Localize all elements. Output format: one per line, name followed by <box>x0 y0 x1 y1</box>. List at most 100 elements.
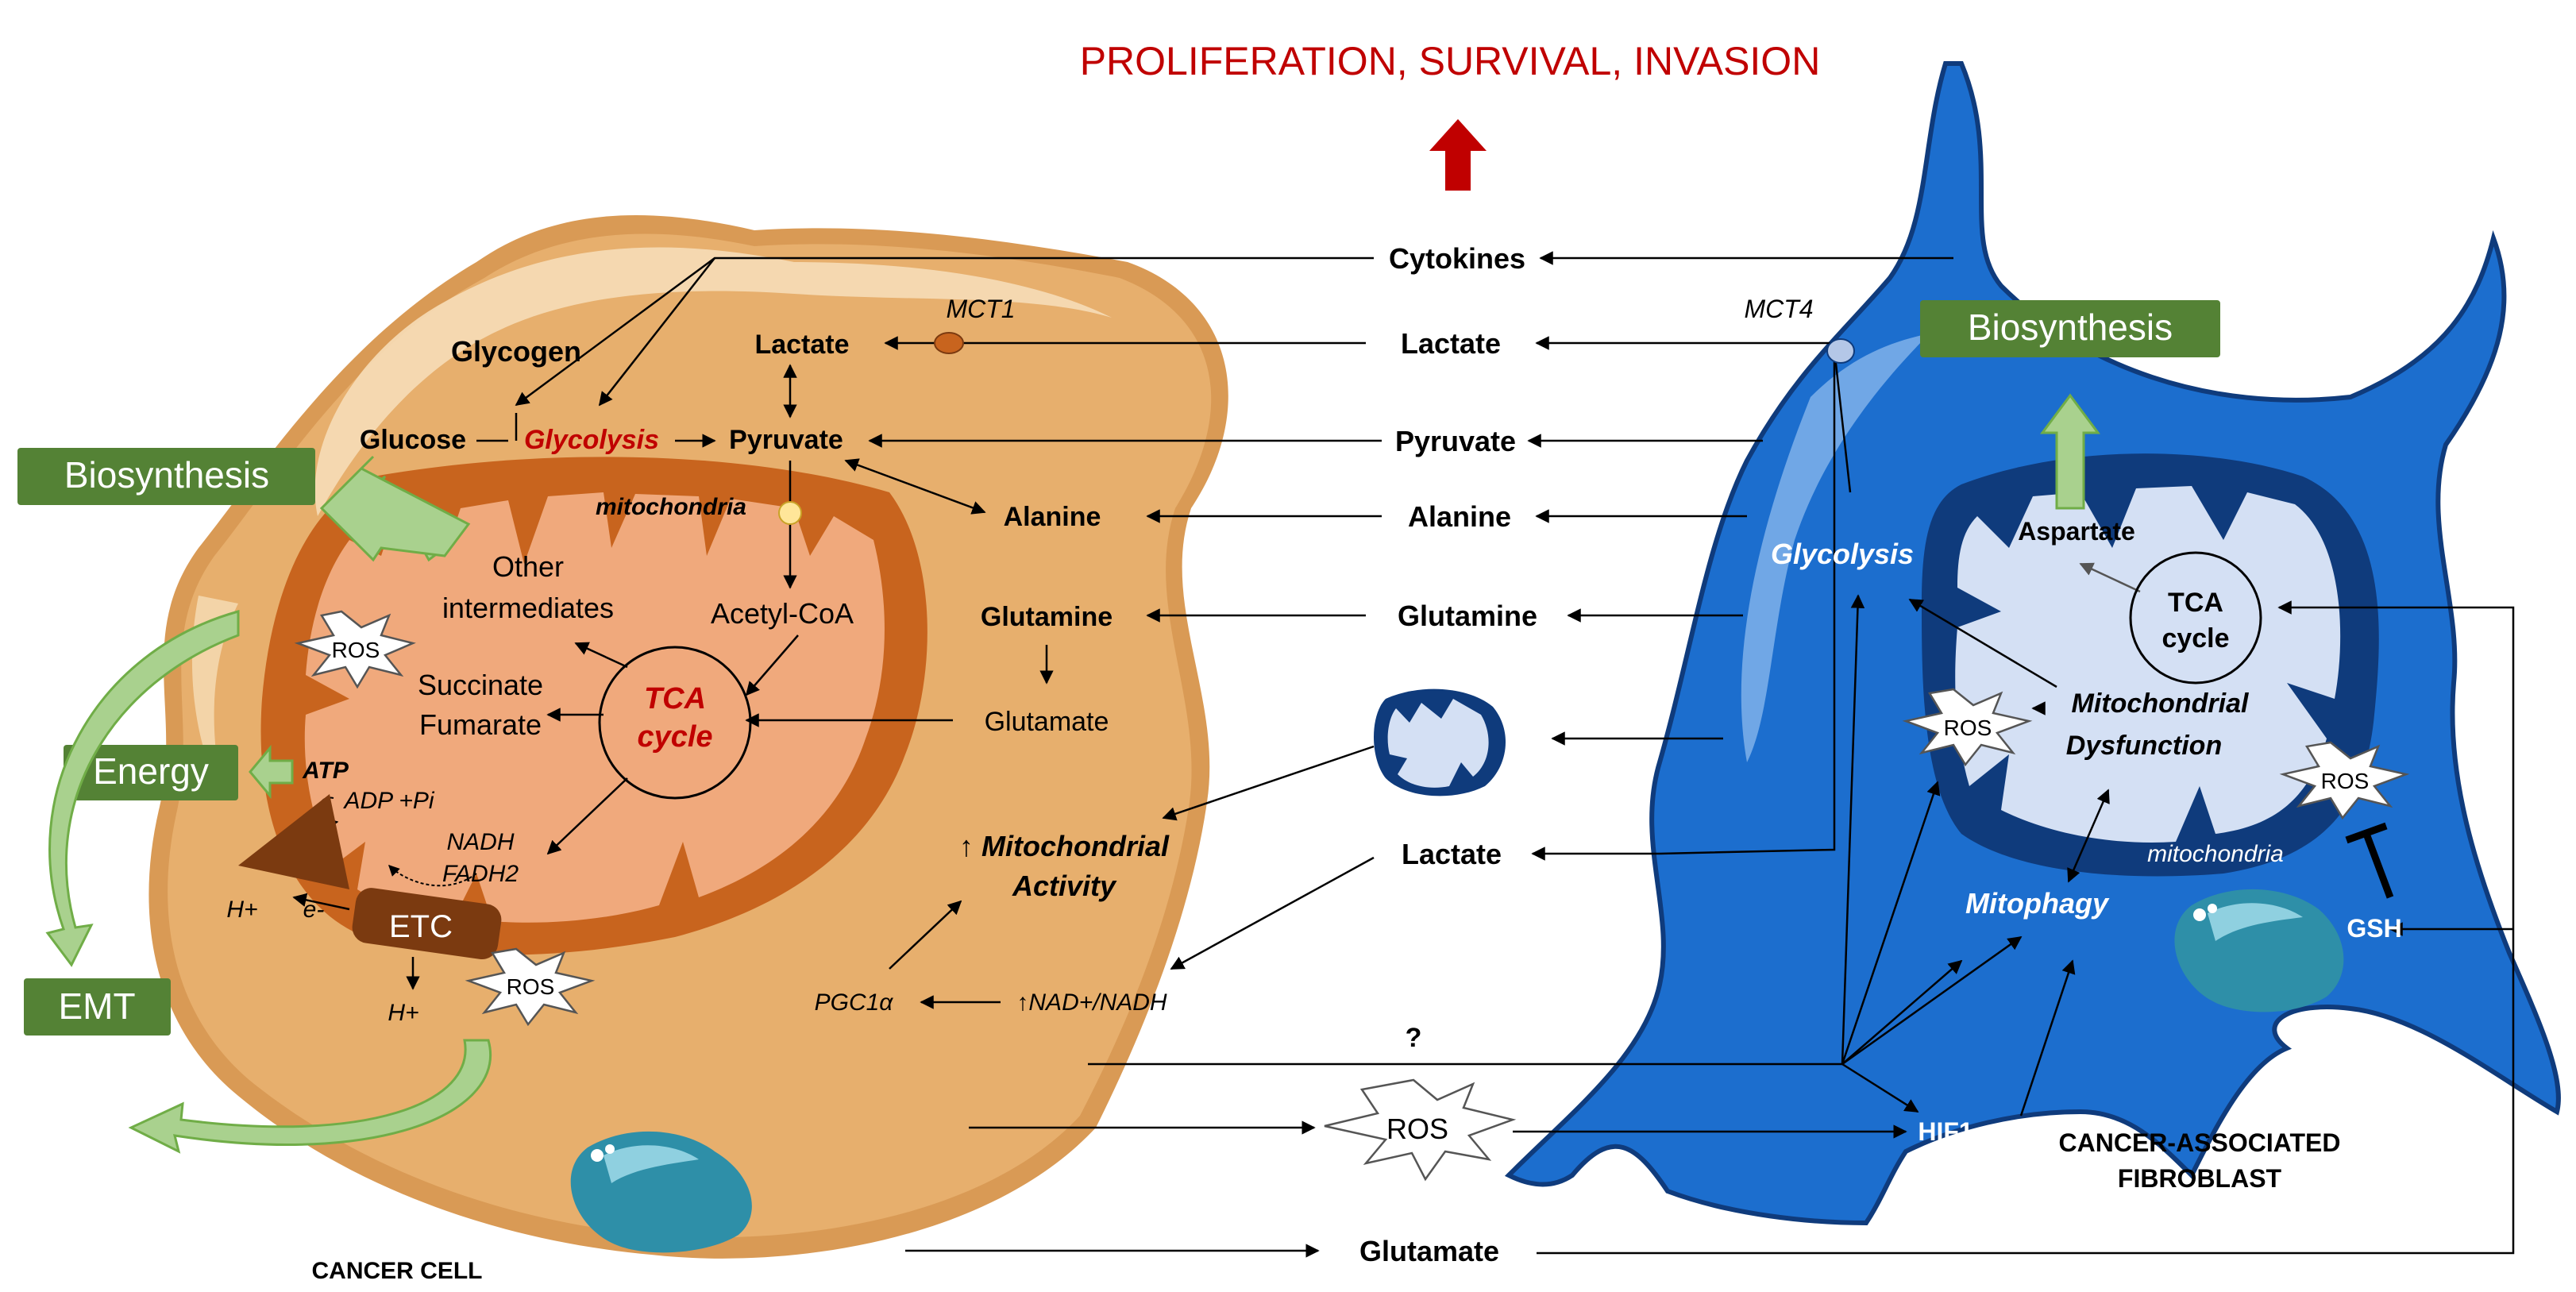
fib-glycolysis-label: Glycolysis <box>1771 538 1914 570</box>
mct4-transporter <box>1826 338 1855 364</box>
question-mark-label: ? <box>1406 1023 1422 1053</box>
cancer-biosynthesis-label: Biosynthesis <box>64 454 269 496</box>
fadh2-label: FADH2 <box>442 861 519 887</box>
cancer-nucleus <box>570 1131 752 1253</box>
fib-tca-label-2: cycle <box>2161 623 2229 654</box>
energy-label: Energy <box>93 750 209 792</box>
mito-activity-label-1: ↑ Mitochondrial <box>959 830 1170 862</box>
emt-box <box>24 978 171 1036</box>
cancer-cell-label: CANCER CELL <box>312 1258 483 1284</box>
h-plus-left-label: H+ <box>226 897 257 923</box>
fibroblast-highlight <box>1741 334 1930 762</box>
fibroblast-label-2: FIBROBLAST <box>2118 1164 2282 1193</box>
fib-tca-label-1: TCA <box>2168 588 2223 618</box>
glutamine-middle-label: Glutamine <box>1398 600 1537 632</box>
ros-bursts <box>294 610 2410 1182</box>
fibroblast-biosynthesis-arrow <box>2040 393 2100 510</box>
energy-arrow <box>249 744 294 800</box>
etc-complex <box>352 888 502 960</box>
glycogen-label: Glycogen <box>451 335 581 368</box>
fibroblast-mitochondrion-inner <box>1955 486 2341 843</box>
glutamine-label: Glutamine <box>981 602 1113 632</box>
other-intermediates-label-2: intermediates <box>442 592 614 624</box>
fibroblast-biosynthesis-box <box>1920 300 2220 357</box>
emt-label: EMT <box>58 985 135 1027</box>
ros-burst-middle <box>1324 1078 1517 1182</box>
energy-box <box>64 745 238 800</box>
glutamate-bottom-label: Glutamate <box>1359 1235 1499 1267</box>
header-title: PROLIFERATION, SURVIVAL, INVASION <box>1080 39 1821 83</box>
atp-label: ATP <box>302 758 349 784</box>
mito-dysfunction-label-1: Mitochondrial <box>2072 688 2250 719</box>
acetyl-coa-label: Acetyl-CoA <box>711 597 854 630</box>
glucose-label: Glucose <box>360 425 466 455</box>
lactate-bottom-label: Lactate <box>1402 838 1502 870</box>
succinate-label: Succinate <box>418 669 543 701</box>
emt-curve-arrow-2 <box>128 1039 492 1154</box>
fibroblast-mitochondrion-icon <box>1374 688 1506 796</box>
mitochondria-label: mitochondria <box>596 494 746 520</box>
mitophagy-label: Mitophagy <box>1965 887 2110 920</box>
fib-ros-left-label: ROS <box>1944 715 1992 740</box>
e-minus-arrow <box>292 893 350 911</box>
cancer-associated-fibroblast <box>1504 61 2561 1226</box>
gsh-inhibition <box>2345 822 2394 899</box>
pyruvate-middle-label: Pyruvate <box>1395 425 1516 457</box>
mct4-label: MCT4 <box>1744 295 1813 323</box>
tca-label-1: TCA <box>644 682 706 715</box>
cancer-biosynthesis-box <box>17 448 315 505</box>
emt-curve-arrow-1 <box>45 610 240 967</box>
atp-synthase-triangle <box>238 794 349 889</box>
mito-dysfunction-label-2: Dysfunction <box>2066 731 2222 761</box>
cancer-cell-highlight <box>314 247 1112 516</box>
ros-middle-label: ROS <box>1386 1113 1448 1145</box>
cancer-tca-circle <box>598 646 752 800</box>
fibroblast-nucleus <box>2174 889 2344 1012</box>
tca-label-2: cycle <box>637 720 712 754</box>
pgc1a-label: PGC1α <box>815 989 894 1016</box>
e-minus-label: e- <box>303 897 325 923</box>
lactate-label: Lactate <box>754 330 849 360</box>
gsh-label: GSH <box>2347 914 2401 943</box>
cancer-cell-labels: Glycogen Glucose Glycolysis Lactate Pyru… <box>226 295 1170 1284</box>
ros-burst-fibroblast-left <box>1902 688 2033 767</box>
fumarate-label: Fumarate <box>419 708 542 741</box>
biosynthesis-arrow-shaft <box>319 455 471 562</box>
other-intermediates-label-1: Other <box>492 550 564 583</box>
fib-mitochondria-label: mitochondria <box>2147 841 2284 867</box>
cancer-mitochondrion-inner <box>304 492 885 923</box>
nadh-label: NADH <box>446 829 514 855</box>
ros-upper-label: ROS <box>332 638 380 662</box>
h-plus-bottom-label: H+ <box>388 1000 418 1026</box>
middle-labels: Cytokines Lactate Pyruvate Alanine Gluta… <box>1359 242 1537 1267</box>
fibroblast-label-1: CANCER-ASSOCIATED <box>2059 1128 2341 1157</box>
mct1-label: MCT1 <box>946 295 1015 323</box>
header-up-arrow <box>1429 119 1487 191</box>
green-labels: Biosynthesis Energy EMT Biosynthesis <box>17 300 2220 1154</box>
etc-label: ETC <box>389 909 453 944</box>
mct1-transporter <box>934 332 964 354</box>
fibroblast-biosynthesis-label: Biosynthesis <box>1968 307 2173 348</box>
nadh-etc-curve <box>388 865 477 887</box>
adp-pi-label: ADP +Pi <box>342 788 434 814</box>
tca-to-aspartate-arrow <box>2079 562 2141 593</box>
ros-burst-cancer-lower <box>465 947 596 1027</box>
ros-lower-label: ROS <box>507 974 555 999</box>
glycolysis-label: Glycolysis <box>524 425 659 455</box>
pyruvate-label: Pyruvate <box>729 425 843 455</box>
glutamate-label: Glutamate <box>985 707 1109 737</box>
nad-ratio-label: ↑NAD+/NADH <box>1016 989 1167 1016</box>
cytokines-label: Cytokines <box>1389 242 1525 275</box>
ros-burst-cancer-upper <box>294 610 416 689</box>
alanine-middle-label: Alanine <box>1408 500 1511 533</box>
lactate-top-label: Lactate <box>1401 327 1501 360</box>
aspartate-label: Aspartate <box>2018 517 2135 546</box>
mitochondria-marker <box>778 501 802 525</box>
alanine-label: Alanine <box>1004 502 1101 532</box>
fibroblast-labels: MCT4 Aspartate TCA cycle Glycolysis ROS … <box>1744 295 2401 1193</box>
mito-activity-label-2: Activity <box>1012 870 1117 902</box>
ros-burst-fibroblast-right <box>2279 741 2410 820</box>
fibroblast-tca-circle <box>2129 551 2262 685</box>
